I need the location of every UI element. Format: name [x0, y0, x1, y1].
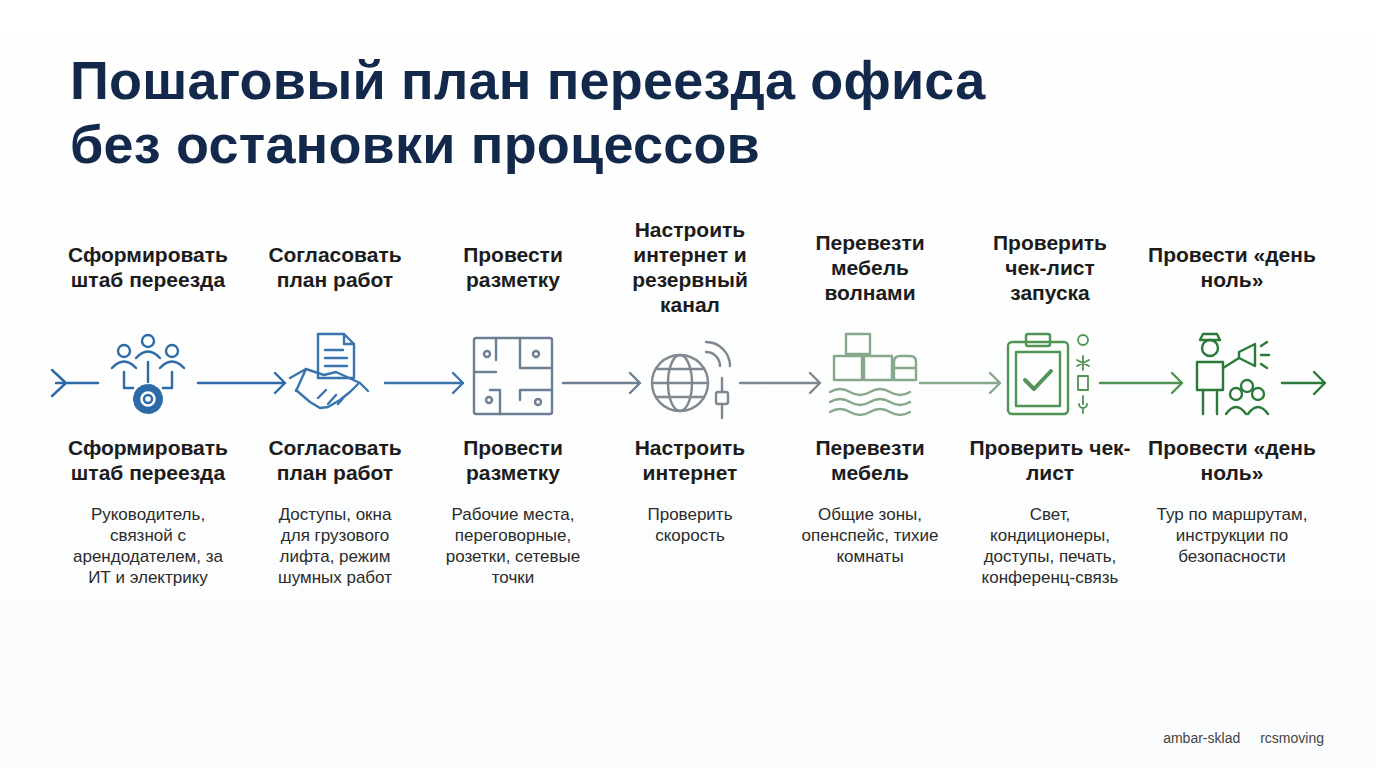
step-heading: Провести «день ноль» — [1145, 242, 1320, 292]
step-description: Доступы, окна для грузового лифта, режим… — [263, 504, 408, 588]
plan-walls — [474, 338, 552, 414]
step-node: Перевезти мебель волнамиПеревезти мебель… — [820, 210, 920, 590]
step-description: Проверить скорость — [620, 504, 760, 546]
cable — [721, 378, 723, 418]
gear-hub — [144, 395, 152, 403]
step-title: Провести «день ноль» — [1145, 435, 1320, 485]
document-lines — [325, 350, 347, 366]
flow-arrow — [1100, 373, 1182, 393]
step-description: Рабочие места, переговорные, розетки, се… — [443, 504, 583, 588]
plan-point — [484, 351, 490, 357]
step-title: Провести разметку — [428, 435, 598, 485]
bulb — [1078, 335, 1088, 345]
team-icon — [112, 335, 184, 411]
plan-point — [535, 399, 541, 405]
diagram-title: Пошаговый план переезда офиса без остано… — [70, 48, 1040, 176]
box — [834, 356, 862, 380]
group-head — [1252, 388, 1264, 400]
plan-point — [533, 351, 539, 357]
clipboard-clip — [1026, 334, 1050, 346]
step-heading: Перевезти мебель волнами — [795, 230, 945, 305]
floor-plan-icon — [474, 338, 552, 414]
gear-teeth — [136, 387, 160, 411]
guide-body — [1197, 362, 1223, 390]
step-node: Сформировать штаб переездаСформировать ш… — [98, 210, 198, 590]
internet-icon — [652, 342, 730, 418]
step-node: Провести разметкуПровести разметкуРабочи… — [463, 210, 563, 590]
plan-point — [486, 397, 492, 403]
step-title: Проверить чек-лист — [965, 435, 1135, 485]
step-node: Согласовать план работСогласовать план р… — [285, 210, 385, 590]
step-heading: Проверить чек-лист запуска — [970, 230, 1130, 305]
group-head — [1241, 380, 1253, 392]
step-title: Согласовать план работ — [248, 435, 423, 485]
watermark: ambar-sklad — [1163, 730, 1240, 746]
group-head — [1230, 388, 1242, 400]
clipboard-sheet — [1016, 352, 1060, 406]
watermark: rcsmoving — [1260, 730, 1324, 746]
furniture-icon — [830, 334, 916, 415]
microphone — [1079, 396, 1087, 413]
step-heading: Сформировать штаб переезда — [59, 242, 237, 292]
wifi-arcs — [706, 342, 730, 366]
step-title: Настроить интернет — [620, 435, 760, 485]
flow-arrow — [198, 373, 285, 393]
step-heading: Согласовать план работ — [248, 242, 423, 292]
gear-ring — [139, 390, 157, 408]
step-title: Сформировать штаб переезда — [59, 435, 237, 485]
box — [846, 334, 870, 354]
plan-outline — [474, 338, 552, 414]
clipboard — [1008, 342, 1068, 414]
sound-lines — [1261, 342, 1269, 368]
end-arrow — [1282, 372, 1325, 394]
step-node: Настроить интернет и резервный каналНаст… — [640, 210, 740, 590]
step-description: Общие зоны, опенспейс, тихие комнаты — [800, 504, 940, 567]
hand-fingers — [296, 369, 368, 404]
globe-parallels — [652, 369, 708, 397]
guide-cap — [1200, 334, 1220, 340]
step-heading: Настроить интернет и резервный канал — [620, 217, 760, 317]
checklist-icon — [1008, 334, 1089, 414]
step-title: Перевезти мебель — [790, 435, 950, 485]
step-description: Руководитель, связной с арендодателем, з… — [68, 504, 228, 588]
door — [1078, 376, 1088, 390]
handshake-icon — [290, 334, 368, 408]
snowflake — [1077, 356, 1089, 370]
group-shoulders — [1226, 407, 1268, 414]
step-heading: Провести разметку — [428, 242, 598, 292]
guide-icon — [1197, 334, 1269, 414]
armchair — [894, 356, 916, 380]
start-chevron — [52, 370, 98, 396]
check-mark — [1025, 371, 1051, 389]
flow-arrow — [385, 373, 463, 393]
step-description: Тур по маршрутам, инструкции по безопасн… — [1152, 504, 1312, 567]
guide-head — [1202, 340, 1218, 356]
cable-plug — [716, 392, 728, 404]
box — [864, 356, 892, 380]
step-node: Проверить чек-лист запускаПроверить чек-… — [1000, 210, 1100, 590]
team-links — [124, 362, 172, 388]
person-head — [142, 335, 154, 347]
globe — [652, 355, 708, 411]
step-description: Свет, кондиционеры, доступы, печать, кон… — [970, 504, 1130, 588]
flow-arrow — [920, 373, 1000, 393]
flow-arrow — [740, 373, 820, 393]
guide-limbs — [1203, 358, 1239, 414]
watermark-row: ambar-sklad rcsmoving — [1163, 730, 1324, 746]
step-node: Провести «день ноль»Провести «день ноль»… — [1182, 210, 1282, 590]
megaphone — [1239, 344, 1255, 366]
flow-arrow — [563, 373, 640, 393]
person-head — [118, 345, 130, 357]
person-head — [166, 345, 178, 357]
waves — [830, 389, 910, 415]
